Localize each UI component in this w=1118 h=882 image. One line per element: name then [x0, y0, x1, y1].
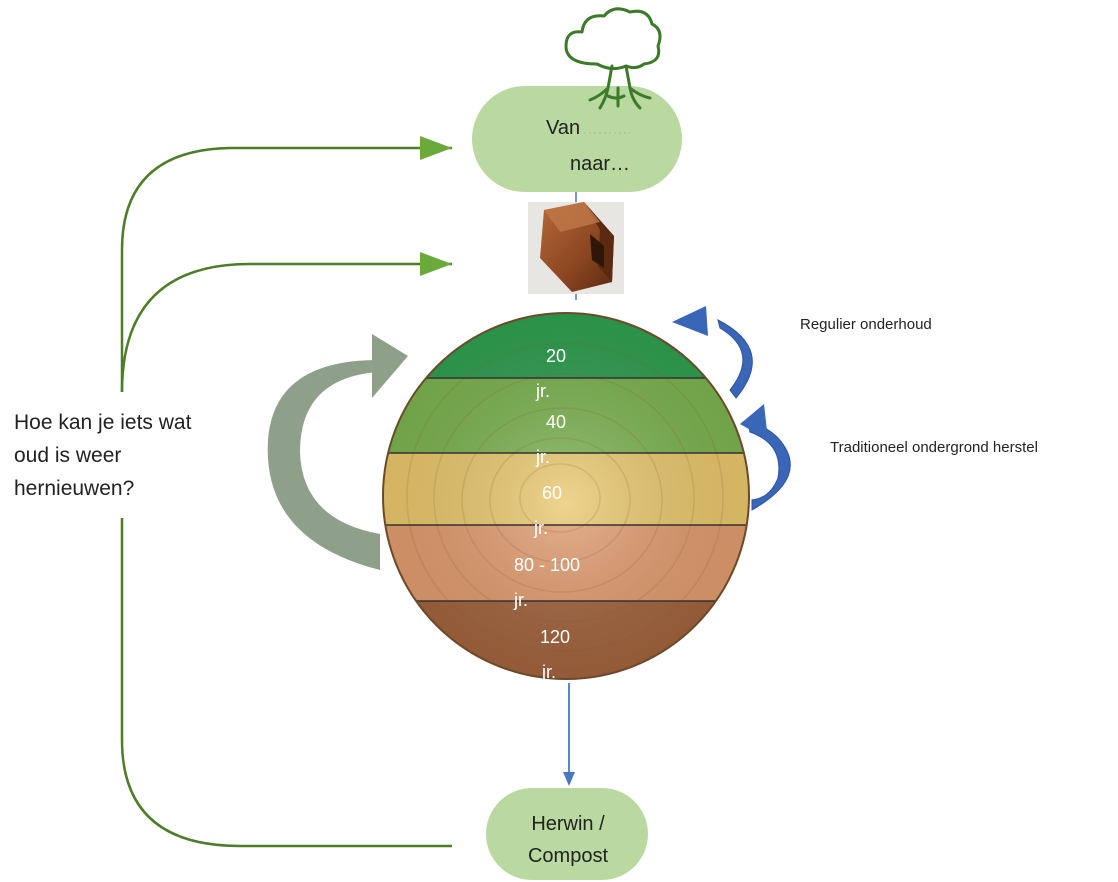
regular-maintenance-arrow [717, 319, 753, 399]
top-node-line1: Van [546, 117, 580, 139]
annotation-regular: Regulier onderhoud [800, 316, 932, 333]
wood-beam-image [540, 202, 614, 292]
band-60-age: 60 [542, 483, 562, 503]
feedback-line-middle [120, 262, 452, 393]
tree-icon [564, 7, 662, 110]
bottom-node [486, 788, 648, 880]
question-line3: hernieuwen? [14, 477, 134, 500]
feedback-line-bottom [120, 518, 452, 848]
band-40-age: 40 [546, 412, 566, 432]
log-outline [382, 312, 750, 680]
feedback-line-top [120, 146, 452, 392]
band-80-100-age: 80 - 100 [514, 555, 580, 575]
log-cross-section [383, 313, 749, 679]
annotation-traditional: Traditioneel ondergrond herstel [830, 439, 1038, 456]
band-120-unit: jr. [541, 662, 556, 682]
band-60-unit: jr. [533, 518, 548, 538]
top-node-line2: naar… [570, 153, 630, 175]
question-line2: oud is weer [14, 444, 121, 467]
band-80-100-unit: jr. [513, 590, 528, 610]
arrowhead-middle [420, 252, 452, 276]
top-node [472, 86, 682, 192]
question-line1: Hoe kan je iets wat [14, 411, 192, 434]
renew-arrow [267, 360, 380, 570]
traditional-arrowhead [740, 404, 768, 440]
band-40-unit: jr. [535, 447, 550, 467]
traditional-arrow [747, 423, 791, 511]
band-20-age: 20 [546, 346, 566, 366]
band-20-unit: jr. [535, 381, 550, 401]
band-120-age: 120 [540, 627, 570, 647]
renew-arrowhead [372, 334, 408, 398]
arrowhead-top [420, 136, 452, 160]
bottom-node-line2: Compost [528, 845, 608, 867]
down-arrowhead [563, 772, 575, 786]
regular-maintenance-arrowhead [672, 306, 708, 336]
bottom-node-line1: Herwin / [531, 813, 605, 835]
